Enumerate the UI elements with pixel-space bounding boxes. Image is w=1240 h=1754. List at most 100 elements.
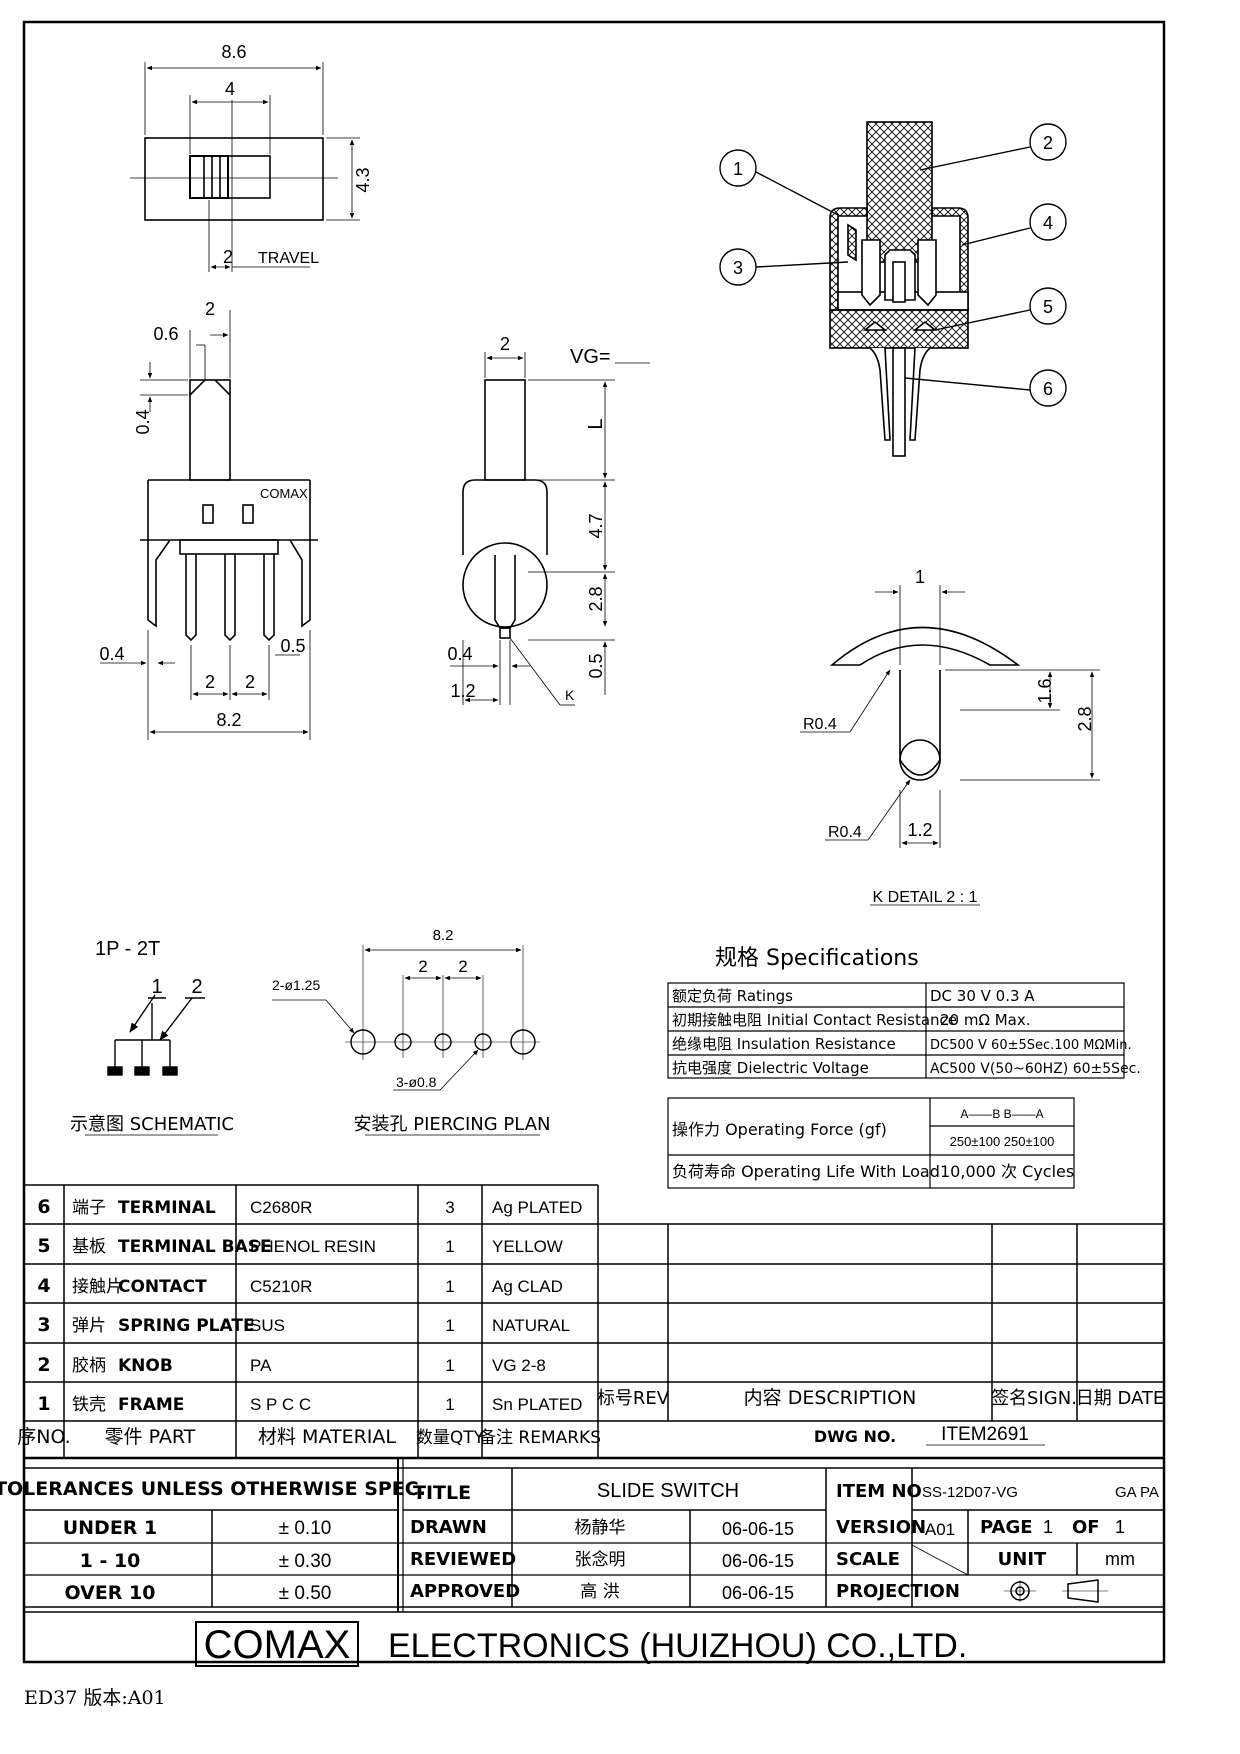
parts-header-qty: 数量QTY (416, 1428, 485, 1448)
part-row-no: 4 (37, 1275, 50, 1297)
top-view (130, 62, 360, 272)
company-name: ELECTRONICS (HUIZHOU) CO.,LTD. (388, 1627, 967, 1665)
parts-header-material: 材料 MATERIAL (258, 1426, 396, 1448)
page-value: 1 (1043, 1517, 1053, 1537)
part-row-remarks: Ag CLAD (492, 1277, 563, 1296)
item-no-value: SS-12D07-VG (922, 1484, 1018, 1501)
schematic (85, 994, 218, 1136)
front-dim-05: 0.5 (280, 636, 305, 656)
top-dim-width: 8.6 (221, 42, 246, 62)
part-row-cn: 铁壳 (72, 1395, 106, 1415)
rev-header-rev: 标号REV (597, 1388, 670, 1409)
drawn-date: 06-06-15 (722, 1519, 794, 1539)
top-dim-knob: 4 (225, 79, 235, 99)
side-dim-47: 4.7 (586, 513, 606, 538)
part-row-en: FRAME (118, 1395, 184, 1415)
part-row-qty: 1 (445, 1316, 454, 1335)
tolerance-value: ± 0.10 (279, 1518, 332, 1539)
k-dim-1: 1 (915, 567, 925, 587)
piercing-small-holes: 3-ø0.8 (396, 1074, 437, 1090)
drawn-label: DRAWN (410, 1517, 487, 1538)
spec-value-contact: 20 mΩ Max. (940, 1011, 1030, 1029)
side-dim-L: L (585, 418, 607, 429)
force-direction: A——B B——A (960, 1107, 1043, 1121)
part-row-no: 3 (37, 1314, 50, 1336)
title-value: SLIDE SWITCH (597, 1480, 739, 1502)
section-balloons (719, 123, 1067, 407)
part-row-cn: 弹片 (72, 1316, 106, 1336)
k-r-top: R0.4 (803, 716, 837, 733)
k-detail (800, 585, 1100, 906)
rev-header-desc: 内容 DESCRIPTION (744, 1387, 917, 1409)
part-row-cn: 胶柄 (72, 1356, 106, 1376)
part-row-qty: 1 (445, 1356, 454, 1375)
balloon-3: 3 (733, 258, 743, 278)
part-row-qty: 3 (445, 1198, 454, 1217)
company-logo: COMAX (204, 1623, 351, 1667)
piercing-big-holes: 2-ø1.25 (272, 977, 320, 993)
parts-table-grid (24, 1184, 1164, 1460)
life-label: 负荷寿命 Operating Life With Load (672, 1162, 940, 1181)
part-row-no: 2 (37, 1354, 50, 1376)
side-dim-12: 1.2 (450, 681, 475, 701)
tolerance-range: OVER 10 (64, 1582, 155, 1604)
balloon-2: 2 (1043, 133, 1053, 153)
dwg-no-value: ITEM2691 (941, 1424, 1029, 1445)
travel-label: TRAVEL (258, 250, 319, 267)
piercing-caption: 安装孔 PIERCING PLAN (354, 1114, 551, 1135)
approved-label: APPROVED (410, 1581, 520, 1602)
parts-header-part: 零件 PART (105, 1426, 196, 1448)
spec-value-ratings: DC 30 V 0.3 A (930, 987, 1035, 1005)
drawn-name: 杨静华 (575, 1518, 626, 1538)
part-row-material: PA (250, 1356, 272, 1375)
schematic-pin2: 2 (191, 976, 202, 998)
part-row-remarks: NATURAL (492, 1316, 570, 1335)
dwg-no-label: DWG NO. (814, 1427, 896, 1446)
unit-value: mm (1105, 1549, 1135, 1569)
front-dim-04-bot: 0.4 (99, 644, 124, 664)
spec-label-dielectric: 抗电强度 Dielectric Voltage (672, 1059, 869, 1077)
part-row-cn: 基板 (72, 1237, 106, 1257)
part-row-remarks: VG 2-8 (492, 1356, 546, 1375)
part-row-material: SUS (250, 1316, 285, 1335)
part-row-en: CONTACT (118, 1277, 207, 1297)
part-row-cn: 接触片 (72, 1277, 123, 1297)
of-value: 1 (1115, 1517, 1125, 1537)
part-row-en: SPRING PLATE (118, 1316, 255, 1336)
item-no-extra: GA PA (1115, 1484, 1159, 1501)
part-row-en: KNOB (118, 1356, 173, 1376)
page-label: PAGE (980, 1517, 1033, 1538)
piercing-plan (272, 945, 540, 1136)
balloon-1: 1 (733, 159, 743, 179)
part-row-remarks: Ag PLATED (492, 1198, 582, 1217)
side-dim-04: 0.4 (447, 644, 472, 664)
schematic-title: 1P - 2T (95, 938, 160, 960)
parts-header-no: 序NO. (17, 1426, 70, 1448)
k-dim-16: 1.6 (1035, 678, 1055, 703)
part-row-qty: 1 (445, 1237, 454, 1256)
balloon-4: 4 (1043, 213, 1053, 233)
side-dim-28: 2.8 (586, 586, 606, 611)
part-row-en: TERMINAL BASE (118, 1237, 272, 1257)
spec-label-insulation: 绝缘电阻 Insulation Resistance (672, 1035, 896, 1053)
front-dim-04-top: 0.4 (133, 409, 153, 434)
title-block-grid (24, 1458, 1164, 1667)
part-row-material: PHENOL RESIN (250, 1237, 376, 1256)
tolerance-title: TOLERANCES UNLESS OTHERWISE SPEC. (0, 1478, 426, 1500)
top-dim-height: 4.3 (353, 167, 373, 192)
spec-label-ratings: 额定负荷 Ratings (672, 987, 793, 1005)
part-row-qty: 1 (445, 1395, 454, 1414)
spec-value-dielectric: AC500 V(50~60HZ) 60±5Sec. (930, 1061, 1141, 1077)
part-row-no: 5 (37, 1235, 50, 1257)
k-dim-12: 1.2 (907, 820, 932, 840)
piercing-dim-82: 8.2 (433, 927, 454, 944)
reviewed-label: REVIEWED (410, 1549, 516, 1570)
section-view (829, 121, 969, 457)
part-row-material: C5210R (250, 1277, 312, 1296)
force-values: 250±100 250±100 (950, 1134, 1055, 1149)
balloon-6: 6 (1043, 379, 1053, 399)
rev-header-sign: 签名SIGN. (991, 1388, 1077, 1409)
version-label: VERSION (836, 1517, 926, 1538)
